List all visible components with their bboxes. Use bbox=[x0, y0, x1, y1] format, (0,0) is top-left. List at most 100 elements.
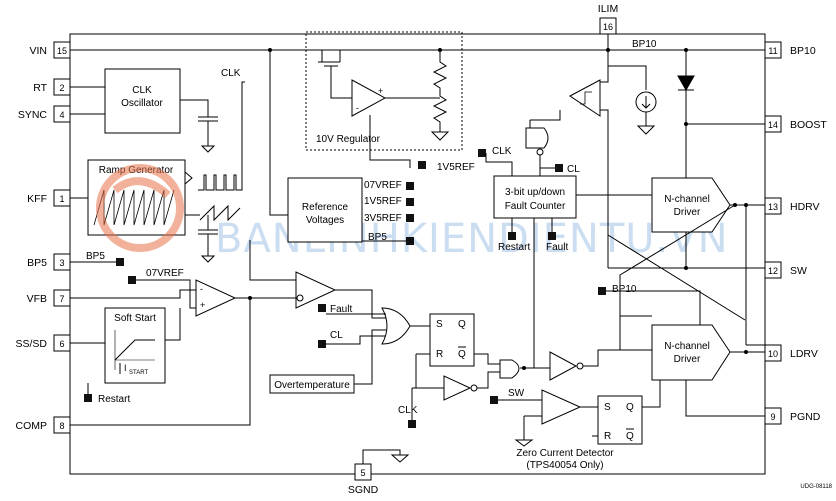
ref-title: Reference bbox=[302, 202, 349, 213]
pin-number: 15 bbox=[57, 46, 67, 56]
pin-label: BP5 bbox=[27, 257, 47, 269]
pin-number: 1 bbox=[59, 194, 64, 204]
bp10-top-label: BP10 bbox=[632, 39, 657, 50]
s1: S bbox=[436, 319, 443, 330]
pin-label: BP10 bbox=[790, 45, 816, 57]
clk-top-label: CLK bbox=[221, 68, 241, 79]
error-amplifier bbox=[195, 279, 237, 317]
zcd-title: Zero Current Detector bbox=[516, 448, 614, 459]
regulator-label: 10V Regulator bbox=[316, 134, 381, 145]
fault-fc-label: Fault bbox=[546, 242, 568, 253]
pin-sync: 4 SYNC bbox=[18, 105, 71, 123]
restart-fc-label: Restart bbox=[498, 242, 530, 253]
q2: Q bbox=[626, 402, 634, 413]
cl-or-label: CL bbox=[330, 330, 343, 341]
07vref-amp-label: 07VREF bbox=[146, 268, 184, 279]
pin-sw: 12 SW bbox=[764, 261, 807, 279]
pin-label: VFB bbox=[27, 293, 47, 305]
pin-label: COMP bbox=[16, 420, 48, 432]
restart-ss-label: Restart bbox=[98, 394, 130, 405]
zcd-sub: (TPS40054 Only) bbox=[526, 460, 603, 471]
clock-pulses bbox=[198, 81, 245, 191]
hdrv-sub: Driver bbox=[674, 207, 701, 218]
ref-sub: Voltages bbox=[306, 215, 344, 226]
sr-latch-1 bbox=[429, 313, 475, 367]
pin-bp10: 11 BP10 bbox=[764, 41, 816, 59]
ramp-waveform bbox=[93, 189, 175, 226]
pwm-comparator bbox=[295, 271, 337, 309]
svg-text:+: + bbox=[378, 86, 383, 96]
pin-label: ILIM bbox=[598, 3, 618, 15]
07vref-label: 07VREF bbox=[364, 180, 402, 191]
sw-zcd-label: SW bbox=[508, 388, 525, 399]
pin-label: HDRV bbox=[790, 201, 820, 213]
pin-label: SS/SD bbox=[15, 338, 47, 350]
pin-label: PGND bbox=[790, 411, 821, 423]
qb1: Q bbox=[458, 349, 466, 360]
pin-label: KFF bbox=[27, 193, 47, 205]
svg-text:-: - bbox=[200, 284, 203, 294]
pin-label: SW bbox=[790, 265, 807, 277]
1v5ref-label: 1V5REF bbox=[364, 196, 402, 207]
pin-number: 10 bbox=[768, 349, 778, 359]
pin-ss-sd: 6 SS/SD bbox=[15, 334, 71, 352]
overtemp-label: Overtemperature bbox=[274, 380, 350, 391]
svg-text:-: - bbox=[356, 103, 359, 113]
clk-sr-label: CLK bbox=[398, 405, 418, 416]
clk-inverter bbox=[443, 375, 472, 401]
pin-label: SYNC bbox=[18, 109, 48, 121]
pin-number: 8 bbox=[59, 421, 64, 431]
regulator-amp bbox=[351, 79, 387, 117]
bp10-mid-label: BP10 bbox=[612, 284, 637, 295]
svg-text:+: + bbox=[200, 300, 205, 310]
pin-pgnd: 9 PGND bbox=[764, 407, 821, 425]
pin-number: 9 bbox=[770, 412, 775, 422]
reference-voltages bbox=[287, 177, 363, 243]
pin-number: 2 bbox=[59, 83, 64, 93]
istart-label: I bbox=[124, 363, 127, 373]
pin-number: 6 bbox=[59, 339, 64, 349]
clk-osc-title: CLK bbox=[132, 85, 152, 96]
zero-current-comparator bbox=[541, 389, 582, 425]
pin-label: RT bbox=[33, 82, 47, 94]
bp5-pin-label: BP5 bbox=[86, 251, 105, 262]
soft-start-title: Soft Start bbox=[114, 313, 156, 324]
low-side-driver bbox=[651, 324, 731, 381]
bootstrap-diode bbox=[677, 75, 695, 92]
pin-vin: 15 VIN bbox=[29, 41, 71, 59]
pin-rt: 2 RT bbox=[33, 78, 71, 96]
pin-vfb: 7 VFB bbox=[27, 289, 71, 307]
pin-ilim: 16 ILIM bbox=[598, 3, 618, 35]
ldrv-sub: Driver bbox=[674, 354, 701, 365]
and-gate bbox=[499, 359, 520, 379]
or-gate bbox=[381, 307, 411, 345]
pin-number: 3 bbox=[59, 258, 64, 268]
pin-kff: 1 KFF bbox=[27, 189, 71, 207]
pin-comp: 8 COMP bbox=[16, 416, 71, 434]
fault-counter bbox=[493, 175, 577, 219]
regulator-box bbox=[305, 31, 463, 151]
pin-number: 5 bbox=[360, 468, 365, 478]
istart-sub-label: START bbox=[129, 370, 148, 376]
pin-number: 7 bbox=[59, 294, 64, 304]
fault-counter-title: 3-bit up/down bbox=[505, 187, 565, 198]
bp5-ref-label: BP5 bbox=[368, 232, 387, 243]
pin-hdrv: 13 HDRV bbox=[764, 197, 820, 215]
watermark-logo bbox=[96, 164, 184, 252]
pin-ldrv: 10 LDRV bbox=[764, 344, 818, 362]
s2: S bbox=[604, 402, 611, 413]
sawtooth-small bbox=[199, 204, 241, 222]
low-driver-inverter bbox=[549, 351, 578, 381]
hdrv-title: N-channel bbox=[664, 194, 710, 205]
clk-oscillator bbox=[104, 68, 181, 134]
clk-fault-label: CLK bbox=[492, 146, 512, 157]
pin-label: SGND bbox=[348, 484, 379, 496]
r1: R bbox=[436, 349, 443, 360]
pin-number: 13 bbox=[768, 202, 778, 212]
clk-osc-sub: Oscillator bbox=[121, 98, 163, 109]
pin-label: VIN bbox=[29, 45, 47, 57]
pin-sgnd: 5 SGND bbox=[348, 463, 379, 496]
pin-number: 16 bbox=[603, 22, 613, 32]
q1: Q bbox=[458, 319, 466, 330]
